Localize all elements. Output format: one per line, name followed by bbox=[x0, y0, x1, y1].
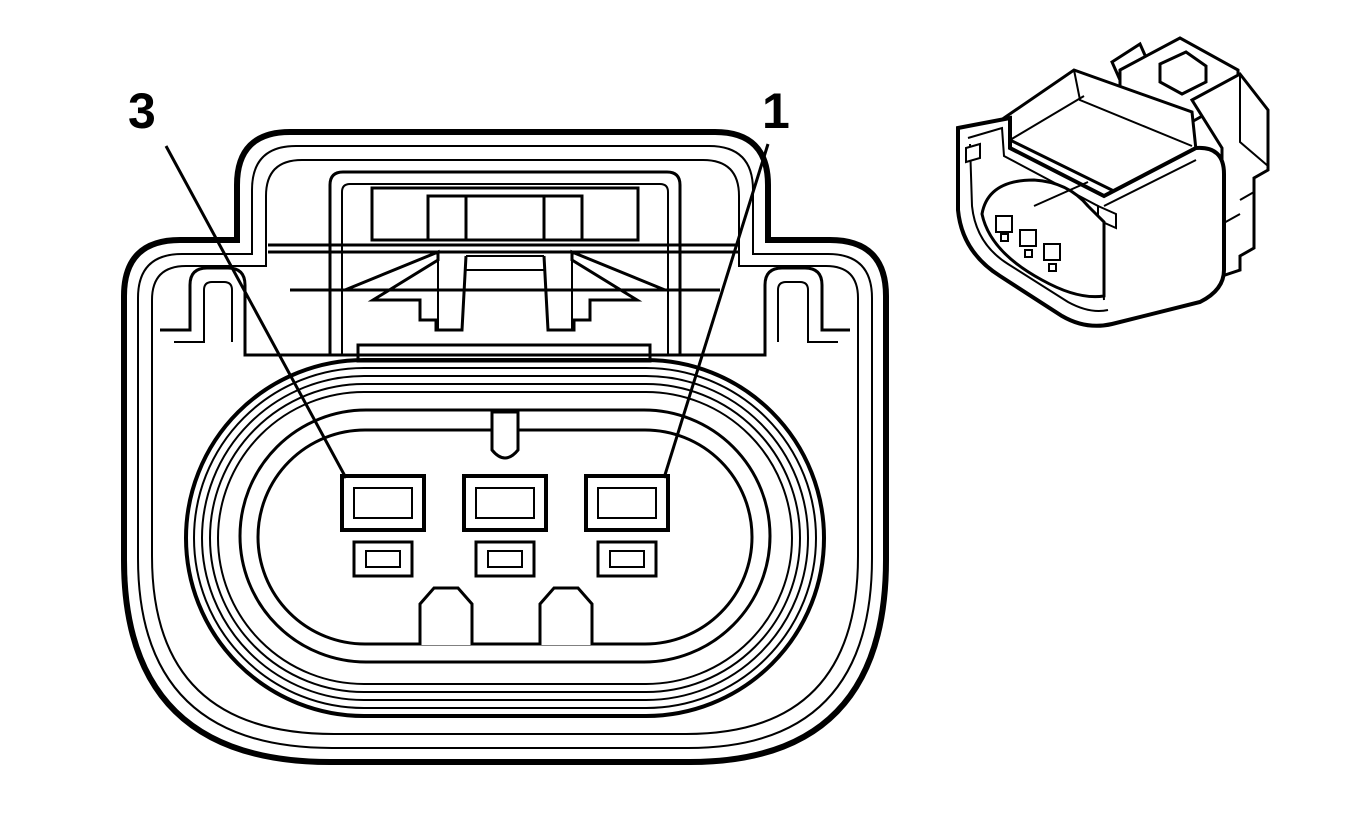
connector-latch-housing bbox=[268, 170, 740, 355]
connector-locating-keys bbox=[418, 586, 594, 645]
cavity-3 bbox=[340, 474, 426, 578]
callout-label-1: 1 bbox=[762, 83, 790, 139]
callout-label-3: 3 bbox=[128, 83, 156, 139]
connector-seal-rings bbox=[184, 358, 826, 718]
connector-side-channels bbox=[160, 266, 850, 357]
connector-polarization-rib bbox=[490, 410, 520, 460]
connector-isometric-view bbox=[956, 36, 1270, 328]
cavity-2 bbox=[462, 474, 548, 578]
cavity-1 bbox=[584, 474, 670, 578]
connector-face-view: 3 1 bbox=[121, 83, 889, 765]
connector-outer-shell bbox=[121, 129, 889, 765]
callout-leaders bbox=[164, 143, 770, 479]
